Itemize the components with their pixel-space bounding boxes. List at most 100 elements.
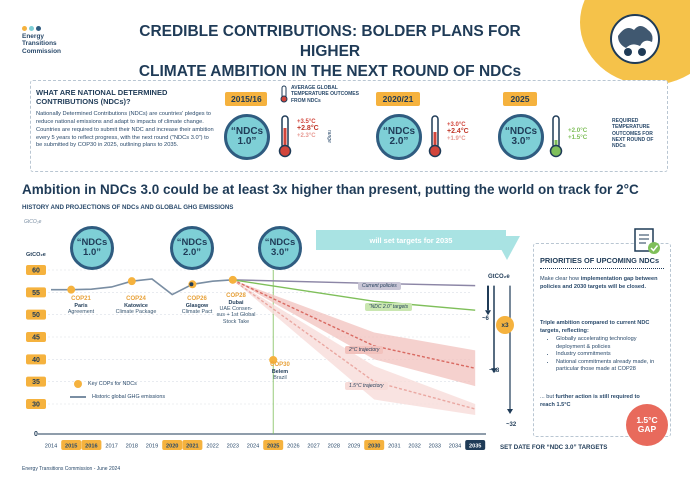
bubble-2-line2: 2.0” <box>183 247 201 258</box>
ndc-3-line2: 3.0” <box>511 136 531 147</box>
gap-arrowhead-1 <box>485 310 491 316</box>
bubble-2-line1: “NDCs <box>176 237 208 249</box>
bubble-1-line1: “NDCs <box>76 237 108 249</box>
y-tick-bg <box>26 332 46 342</box>
gap-32: ~32 <box>506 422 517 428</box>
year-2015-16: 2015/16 <box>225 92 267 106</box>
ndc2-marker <box>189 282 194 287</box>
unit-label-right: GtCO₂e <box>488 274 510 280</box>
arrow-head-icon <box>494 236 520 260</box>
ndc-2-line2: 2.0” <box>389 136 409 147</box>
priorities-title: PRIORITIES OF UPCOMING NDCs <box>540 256 660 265</box>
cop-place: Glasgow <box>185 302 209 309</box>
x-tick-label: 2024 <box>247 444 259 450</box>
bullet-item: National commitments already made, in pa… <box>556 359 666 374</box>
gap-arrowhead-3 <box>507 409 513 414</box>
gap-badge-line2: GAP <box>637 424 657 434</box>
one-five-band <box>232 279 476 415</box>
cop-dot <box>269 356 278 364</box>
cop-place: Dubai <box>228 299 244 306</box>
priority-bullets: Globally accelerating technology deploym… <box>548 336 666 374</box>
logo-line2: Transitions <box>22 40 57 48</box>
temp-caption: AVERAGE GLOBAL TEMPERATURE OUTCOMES FROM… <box>291 85 359 104</box>
cop-desc: Brazil <box>273 374 287 381</box>
year-2025: 2025 <box>503 92 537 106</box>
x-tick-label: 2029 <box>348 444 360 450</box>
ndc-1-line1: “NDCs <box>230 125 264 137</box>
y-tick-label: 40 <box>32 357 40 364</box>
x-tick-label: 2035 <box>469 444 481 450</box>
y-tick-bg <box>26 309 46 320</box>
gap-badge-line1: 1.5°C <box>636 414 658 425</box>
y-tick-label: 55 <box>32 290 40 297</box>
ndc-2-line1: “NDCs <box>382 125 416 137</box>
headline: Ambition in NDCs 3.0 could be at least 3… <box>22 182 639 197</box>
bullet-item: Globally accelerating technology deploym… <box>556 336 666 351</box>
cop30-label: COP30 Belem Brazil <box>262 362 298 381</box>
y-tick-label: 45 <box>32 335 40 342</box>
current-policies-label: Current policies <box>358 282 401 290</box>
page-title: CREDIBLE CONTRIBUTIONS: BOLDER PLANS FOR… <box>110 22 550 82</box>
x-tick-bg <box>61 440 82 450</box>
x-tick-bg <box>364 440 385 450</box>
x-tick-bg <box>263 440 284 450</box>
priority-1-bold: implementation gap between policies and … <box>540 276 658 290</box>
cop21-label: COP21 Paris Agreement <box>60 296 102 315</box>
x-tick-label: 2016 <box>85 444 97 450</box>
logo: Energy Transitions Commission <box>22 26 61 55</box>
cop-title: COP30 <box>270 362 290 368</box>
ndc-2-temps: +3.0°C +2.4°C +1.9°C <box>447 122 469 142</box>
logo-mark <box>22 26 61 31</box>
series-line-0 <box>51 278 233 296</box>
priority-3-bold: further action <box>555 394 592 400</box>
one-five-label: 1.5°C trajectory <box>345 382 388 390</box>
bubble-3-line2: 3.0” <box>271 247 289 258</box>
x-tick-label: 2030 <box>368 444 380 450</box>
y-tick-label: 0 <box>34 431 38 438</box>
x-tick-label: 2033 <box>429 444 441 450</box>
x-tick-label: 2017 <box>105 444 117 450</box>
cop-dot <box>228 275 237 284</box>
x-tick-label: 2027 <box>307 444 319 450</box>
cop-desc: Climate Package <box>115 308 157 315</box>
cop-dot <box>67 285 76 294</box>
x-tick-label: 2028 <box>328 444 340 450</box>
cop24-label: COP24 Katowice Climate Package <box>115 296 157 315</box>
x-tick-bg <box>81 440 102 450</box>
x3-badge: x3 <box>496 316 514 334</box>
will-set-targets-label: will set targets for 2035 <box>369 235 453 245</box>
logo-line1: Energy <box>22 33 45 40</box>
x-tick-label: 2021 <box>186 444 198 450</box>
series-line-2 <box>232 279 476 311</box>
unit-label-left: GtCO₂e <box>26 252 46 258</box>
x-tick-bg <box>465 440 486 450</box>
ndc-question: WHAT ARE NATIONAL DETERMINED CONTRIBUTIO… <box>36 88 168 106</box>
y-tick-label: 60 <box>32 268 40 275</box>
series-line-3 <box>232 279 476 369</box>
orange-dot-icon <box>74 380 82 388</box>
priority-3-post: is still required to reach 1.5°C <box>540 394 640 408</box>
cop-desc: UAE Consen-sus + 1st Global Stock Take <box>216 305 256 325</box>
legend-cop-label: Key COPs for NDCs <box>88 381 137 387</box>
x-tick-label: 2031 <box>388 444 400 450</box>
cop-title: COP28 <box>226 293 246 299</box>
temp-high: +3.5°C <box>297 119 316 125</box>
priority-1-pre: Make clear how <box>540 276 581 282</box>
legend: Key COPs for NDCs Historic global GHG em… <box>70 380 165 400</box>
thermometer-icon <box>549 114 563 163</box>
will-set-targets-arrow: will set targets for 2035 <box>316 230 506 250</box>
year-2020-21: 2020/21 <box>376 92 420 106</box>
cop-place: Paris <box>74 302 88 309</box>
legend-hist: Historic global GHG emissions <box>70 394 165 400</box>
bubble-1-line2: 1.0” <box>83 247 101 258</box>
cop-place: Belem <box>271 368 289 375</box>
set-date-label: SET DATE FOR “NDC 3.0” TARGETS <box>500 444 608 451</box>
ndc2-targets-label: “NDC 2.0” targets <box>365 303 413 311</box>
y-tick-bg <box>26 399 46 409</box>
x-tick-label: 2015 <box>65 444 77 450</box>
y-tick-label: 30 <box>32 402 40 409</box>
